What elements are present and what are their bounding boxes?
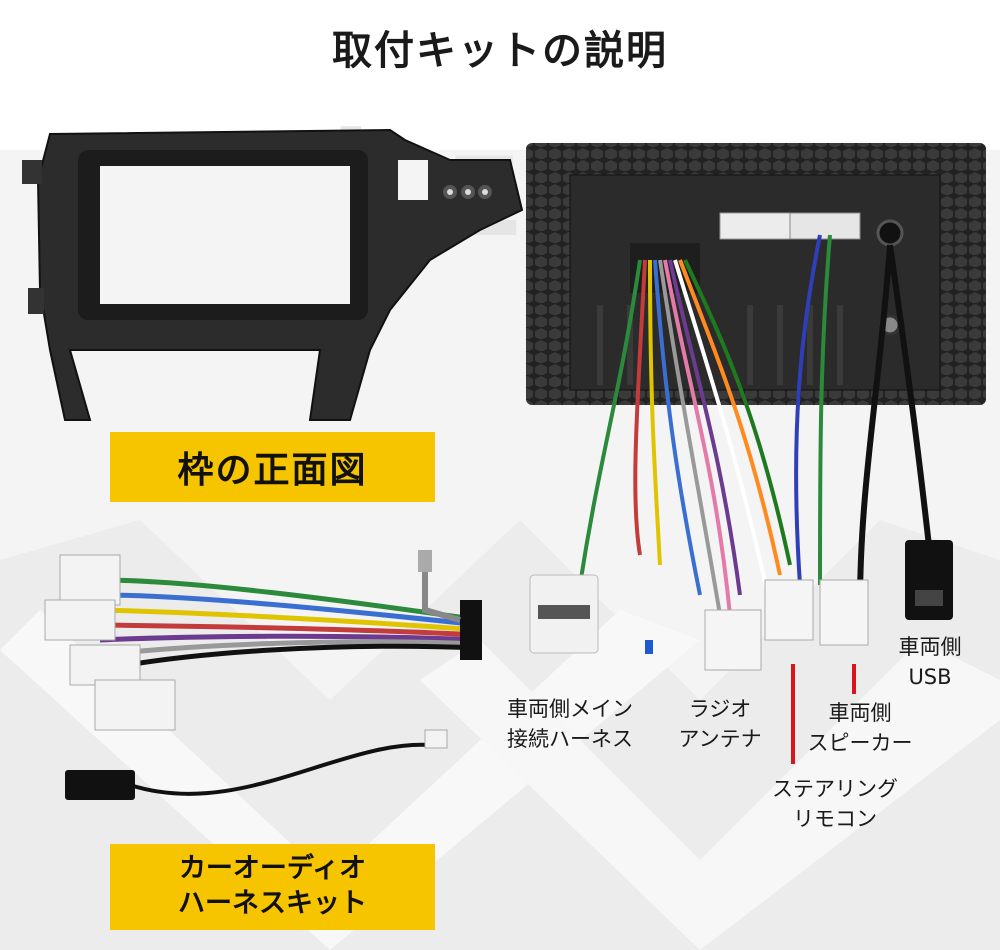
harness-kit-image	[44, 550, 482, 800]
caption-vehicle-usb-line1: 車両側	[898, 635, 962, 659]
caption-steering-remote-line2: リモコン	[793, 807, 877, 832]
kit-label-line2: ハーネスキット	[178, 888, 367, 919]
caption-radio-antenna: ラジオ アンテナ	[660, 694, 780, 755]
caption-vehicle-speaker-line1: 車両側	[828, 701, 892, 725]
caption-main-harness: 車両側メイン 接続ハーネス	[490, 694, 650, 755]
kit-label: カーオーディオ ハーネスキット	[110, 844, 435, 930]
frame-image	[22, 128, 524, 421]
caption-vehicle-speaker-line2: スピーカー	[807, 731, 913, 756]
vehicle-speaker-pointer	[852, 664, 856, 694]
caption-steering-remote: ステアリング リモコン	[755, 774, 915, 835]
frame-label: 枠の正面図	[110, 432, 435, 502]
kit-label-line1: カーオーディオ	[178, 853, 367, 885]
caption-steering-remote-line1: ステアリング	[772, 777, 898, 801]
caption-main-harness-line2: 接続ハーネス	[507, 727, 633, 752]
head-unit-image	[526, 143, 986, 671]
page-title: 取付キットの説明	[332, 28, 668, 74]
caption-radio-antenna-line2: アンテナ	[678, 727, 762, 752]
caption-vehicle-usb: 車両側 USB	[880, 632, 980, 693]
caption-main-harness-line1: 車両側メイン	[507, 697, 633, 721]
steering-remote-pointer	[791, 664, 795, 764]
caption-vehicle-speaker: 車両側 スピーカー	[800, 698, 920, 759]
caption-vehicle-usb-line2: USB	[908, 665, 952, 690]
caption-radio-antenna-line1: ラジオ	[688, 697, 752, 721]
